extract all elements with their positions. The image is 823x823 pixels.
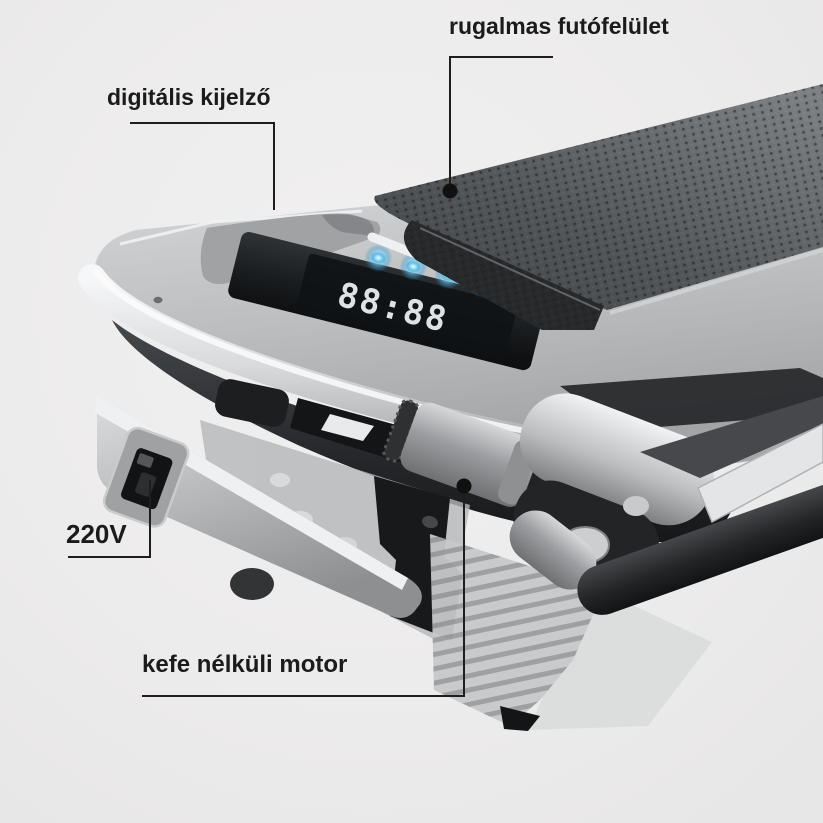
leader-motor xyxy=(142,486,465,697)
roller-cylinder xyxy=(519,393,714,526)
rubber-foot xyxy=(230,568,274,600)
screw-post xyxy=(270,473,290,487)
side-tube xyxy=(577,484,823,615)
power-inlet xyxy=(102,426,190,528)
deck-underside-band xyxy=(640,396,823,478)
running-belt xyxy=(374,84,823,330)
belt-rolled-edge-texture xyxy=(403,220,604,330)
deck-far-edge-highlight xyxy=(119,209,363,246)
bracket-bar-left xyxy=(215,379,289,427)
callout-label-digital-display: digitális kijelző xyxy=(107,84,271,110)
callout-label-brushless-motor: kefe nélküli motor xyxy=(142,651,348,678)
end-cap-bar xyxy=(94,396,422,619)
belt-right-underedge xyxy=(609,248,823,315)
motor-gear-teeth xyxy=(382,398,420,463)
callout-label-220v: 220V xyxy=(66,519,127,549)
base-plate-foot xyxy=(500,706,540,731)
display-assembly: 88:88 xyxy=(228,232,545,371)
bracket-hole xyxy=(422,515,438,529)
leader-belt xyxy=(449,56,553,191)
led-dot xyxy=(370,251,387,265)
callout-label-running-surface: rugalmas futófelület xyxy=(449,13,669,39)
leader-display xyxy=(130,122,275,210)
bracket-slot xyxy=(321,414,374,441)
rear-roller xyxy=(509,510,597,590)
leader-lines xyxy=(68,56,553,697)
socket-tab xyxy=(136,453,154,468)
side-rail xyxy=(697,423,823,524)
leader-power xyxy=(68,480,151,558)
roller-cap xyxy=(623,496,649,516)
deck-handle-notch xyxy=(322,214,375,236)
base-plate-face xyxy=(528,590,712,730)
display-glass xyxy=(296,253,518,359)
anchor-dot-motor xyxy=(456,478,472,494)
motor-gear-ring xyxy=(383,400,419,461)
anchor-dot-belt xyxy=(442,183,458,199)
belt-edge-highlight xyxy=(419,227,601,311)
deck-screw-hole-left xyxy=(153,296,163,304)
led-dot xyxy=(405,260,422,273)
